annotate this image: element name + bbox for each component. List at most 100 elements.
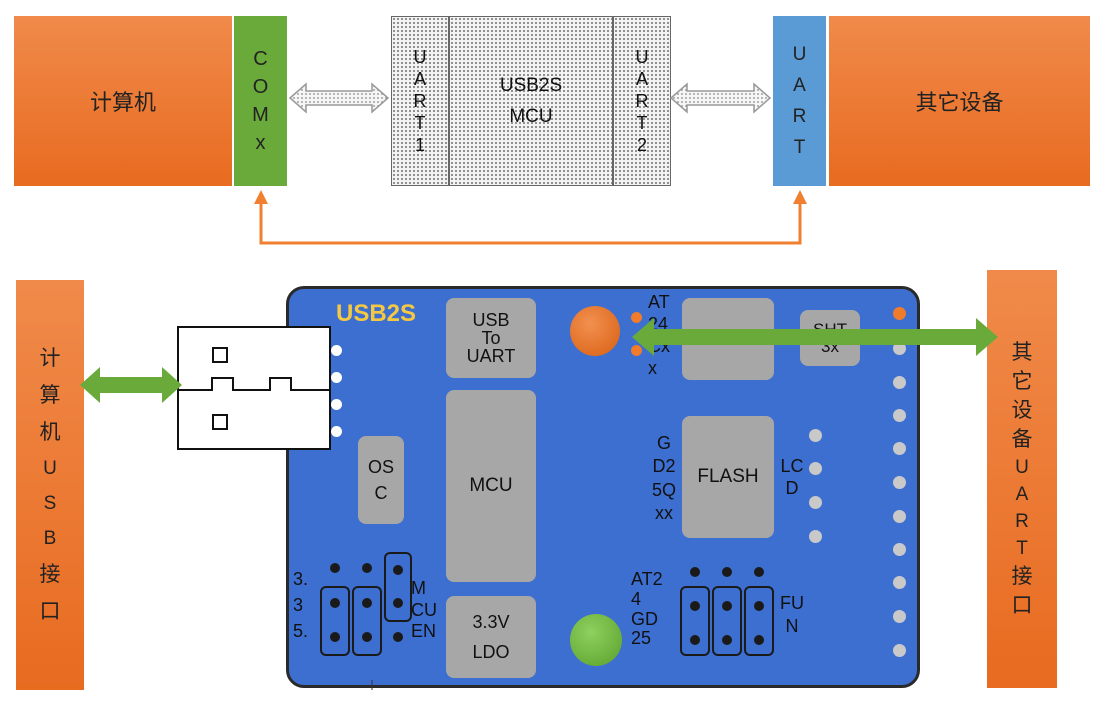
comx-char: C xyxy=(253,48,268,70)
left-label-char: B xyxy=(43,528,57,549)
lcd-char: LC xyxy=(780,456,804,476)
other-device-label: 其它设备 xyxy=(915,90,1004,115)
at24gd-char: 25 xyxy=(631,628,652,649)
gd25-label-group: G D2 5Q xx xyxy=(646,432,682,536)
voltage-char: 3. xyxy=(293,569,309,589)
at24-char: AT xyxy=(648,292,670,312)
jumper-pin xyxy=(362,632,372,642)
left-label-char: 口 xyxy=(39,600,61,623)
left-label-char: 接 xyxy=(39,563,61,586)
mcu-chip-label: MCU xyxy=(469,475,513,497)
uart-pin-hole xyxy=(893,307,906,320)
uart-char: T xyxy=(793,137,806,158)
usb-pin-hole xyxy=(331,399,342,410)
uart-pin-hole xyxy=(893,644,906,657)
lcd-label-group: LC D xyxy=(778,456,806,499)
gd25-char: 5Q xyxy=(651,479,676,500)
comx-char: x xyxy=(255,132,266,154)
mcu-chip: MCU xyxy=(446,390,536,582)
jumper-pin xyxy=(722,601,732,611)
uart-pin-hole xyxy=(893,442,906,455)
uart-pin-hole xyxy=(893,409,906,422)
uart-pin-hole xyxy=(893,510,906,523)
uart2-char: A xyxy=(635,69,648,89)
left-label-char: 机 xyxy=(39,421,61,444)
uart-pin-hole xyxy=(893,476,906,489)
usb-double-arrow xyxy=(80,367,182,403)
right-label-char: A xyxy=(1015,484,1029,505)
status-dot xyxy=(631,312,642,323)
usb-pin-hole xyxy=(331,372,342,383)
fun-char: N xyxy=(785,615,799,636)
jumper-pin xyxy=(362,563,372,573)
left-label-char: 计 xyxy=(39,347,61,370)
usb-pin-hole xyxy=(331,426,342,437)
jumper-pin xyxy=(754,635,764,645)
usb-connector-contour xyxy=(177,377,331,391)
lcd-pin-hole xyxy=(809,530,822,543)
computer-label: 计算机 xyxy=(89,90,156,115)
uart1-char: R xyxy=(413,91,427,111)
usb-pad-top xyxy=(212,347,228,363)
mcu-en-char: CU xyxy=(411,599,437,620)
jumper-pin xyxy=(690,567,700,577)
right-label-char: 其 xyxy=(1011,341,1033,364)
uart1-char: 1 xyxy=(414,135,425,155)
ldo-label: 3.3V xyxy=(472,612,510,632)
uart1-char: U xyxy=(413,47,427,67)
gd25-char: G xyxy=(656,433,671,453)
fun-char: FU xyxy=(780,593,804,613)
comx-uart1-double-arrow xyxy=(288,82,390,114)
uart2-char: T xyxy=(636,113,648,133)
usb2s-mcu-box: USB2S MCU xyxy=(449,16,613,186)
uart-pin-hole xyxy=(893,576,906,589)
uart-char: U xyxy=(792,44,807,65)
jumper-pin xyxy=(754,567,764,577)
bypass-connector xyxy=(259,200,802,245)
jumper-cap xyxy=(744,586,774,656)
orange-led xyxy=(570,306,620,356)
mcu-subtitle: MCU xyxy=(509,106,553,127)
uart2-char: U xyxy=(635,47,649,67)
flash-label: FLASH xyxy=(697,466,759,488)
uart-pin-hole xyxy=(893,342,906,355)
left-label-char: S xyxy=(43,493,57,514)
mcu-title: USB2S xyxy=(499,75,563,96)
jumper-pin xyxy=(722,567,732,577)
board-title: USB2S xyxy=(336,300,417,327)
uart1-box: U A R T 1 xyxy=(391,16,449,186)
jumper-pin xyxy=(330,598,340,608)
computer-usb-label-box: 计 算 机 U S B 接 口 xyxy=(16,280,84,690)
jumper-cap xyxy=(352,586,382,656)
uart-pin-hole xyxy=(893,610,906,623)
at24gd-char: AT2 xyxy=(631,569,663,589)
chip-label: To xyxy=(481,328,501,348)
gd25-char: xx xyxy=(655,503,673,524)
at24-char: x xyxy=(648,357,657,378)
jumper-pin xyxy=(754,601,764,611)
mcu-en-label-group: M CU EN xyxy=(411,578,445,643)
uart2-char: 2 xyxy=(636,135,647,155)
lcd-char: D xyxy=(785,477,799,498)
right-label-char: R xyxy=(1015,511,1029,532)
voltage-char: 5. xyxy=(293,621,309,642)
mcu-en-char: EN xyxy=(411,621,437,642)
fun-label-group: FU N xyxy=(777,592,807,637)
lcd-pin-hole xyxy=(809,429,822,442)
chip-label: USB xyxy=(472,310,510,330)
uart1-char: T xyxy=(414,113,426,133)
at24gd-char: 4 xyxy=(631,588,642,609)
jumper-pin xyxy=(393,598,403,608)
green-led xyxy=(570,614,622,666)
jumper-pin xyxy=(393,632,403,642)
uart-char: R xyxy=(792,106,807,127)
at24gd-char: GD xyxy=(631,608,658,629)
jumper-pin xyxy=(330,563,340,573)
left-label-char: U xyxy=(43,458,57,479)
other-uart-label-box: 其 它 设 备 U A R T 接 口 xyxy=(987,270,1057,688)
at24-gd25-label-group: AT2 4 GD 25 xyxy=(631,569,673,649)
comx-port-box: C O M x xyxy=(234,16,287,186)
uart1-char: A xyxy=(413,69,426,89)
uart-char: A xyxy=(793,75,806,96)
